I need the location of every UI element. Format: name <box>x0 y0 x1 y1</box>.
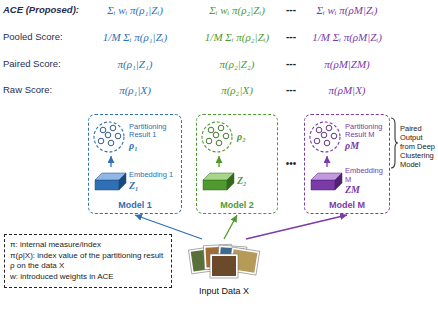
data-point <box>218 125 224 131</box>
data-point <box>223 133 229 139</box>
score-formula: π(ρM|ZM) <box>300 58 394 70</box>
node-label: ρ₁ <box>129 140 177 152</box>
data-point <box>100 127 106 133</box>
score-formula: 1/M Σᵢ π(ρ₁|Zᵢ) <box>88 31 182 43</box>
slab-face <box>311 180 335 190</box>
data-point <box>115 133 121 139</box>
embedding-block: Z₂ <box>199 167 275 195</box>
score-formula: 1/M Σᵢ π(ρ₂|Zᵢ) <box>190 31 284 43</box>
data-point <box>98 138 104 144</box>
slab-face <box>95 180 119 190</box>
data-point <box>314 138 320 144</box>
slab-face <box>119 173 126 190</box>
score-formula: 1/M Σᵢ π(ρM|Zᵢ) <box>300 31 394 43</box>
data-point <box>321 132 327 138</box>
score-formula: π(ρ₁|Z₁) <box>88 58 182 70</box>
note-text: π: internal measure/index <box>10 240 166 250</box>
row-label: ACE (Proposed): <box>3 4 87 15</box>
score-formula: π(ρ₂|X) <box>190 84 284 96</box>
ellipsis: --- <box>284 58 298 69</box>
ellipsis: --- <box>284 31 298 42</box>
partition-result: Partitioning Result MρM <box>307 118 387 156</box>
model-box: Model 2 ρ₂ Z₂ <box>196 114 278 214</box>
arrow-connector <box>326 156 327 167</box>
data-point <box>206 138 212 144</box>
node-label: Z₁ <box>129 180 177 192</box>
bracket <box>391 118 398 168</box>
score-formula: Σᵢ wᵢ π(ρM|Zᵢ) <box>300 4 394 16</box>
ellipsis: --- <box>284 4 298 15</box>
model-name: Model 2 <box>220 200 254 210</box>
node-label: ZM <box>345 184 385 196</box>
embedding-block: Embedding MZM <box>307 167 387 196</box>
ellipsis: --- <box>284 84 298 95</box>
data-point <box>324 140 330 146</box>
model-box: Model M Partitioning Result MρM Embedding … <box>304 114 390 214</box>
node-label: ρM <box>345 140 385 152</box>
data-point <box>208 127 214 133</box>
score-formula: Σᵢ wᵢ π(ρ₁|Zᵢ) <box>88 4 182 16</box>
cluster-outline <box>94 122 124 152</box>
slab-face <box>203 180 227 190</box>
photo-frame <box>210 254 238 278</box>
node-label: ρ₂ <box>237 131 273 143</box>
node-label: Input Data X <box>199 286 249 296</box>
arrow-connector <box>110 156 111 167</box>
node-label: Embedding 1 <box>129 171 177 180</box>
score-formula: π(ρ₁|X) <box>88 84 182 96</box>
ellipsis: ••• <box>279 158 303 169</box>
node-label: Embedding M <box>345 167 385 184</box>
image-stack <box>184 240 264 284</box>
photo <box>210 254 238 278</box>
slab-face <box>335 173 342 190</box>
node-label: Z₂ <box>237 175 273 187</box>
cluster-outline <box>202 122 232 152</box>
node-label: Partitioning Result M <box>345 123 385 140</box>
note-text: w: introduced weights in ACE <box>10 272 166 282</box>
data-point <box>331 133 337 139</box>
row-label: Pooled Score: <box>3 31 87 42</box>
cluster-outline <box>310 122 340 152</box>
data-point <box>110 125 116 131</box>
photo-picture <box>212 256 236 276</box>
node-label: Partitioning Result 1 <box>129 123 177 140</box>
data-point <box>316 127 322 133</box>
score-formula: Σᵢ wᵢ π(ρ₂|Zᵢ) <box>190 4 284 16</box>
arrow-connector <box>218 156 219 167</box>
row-label: Paired Score: <box>3 58 87 69</box>
model-name: Model 1 <box>118 200 152 210</box>
partition-result: ρ₂ <box>199 118 275 156</box>
notation-box: π: internal measure/indexπ(ρ|X): index v… <box>4 234 172 288</box>
row-label: Raw Score: <box>3 84 87 95</box>
data-point <box>213 132 219 138</box>
model-box: Model 1 Partitioning Result 1ρ₁ Embedding … <box>88 114 182 214</box>
score-formula: π(ρ₂|Z₂) <box>190 58 284 70</box>
note-text: π(ρ|X): index value of the partitioning … <box>10 251 166 271</box>
data-point <box>105 132 111 138</box>
bracket-label: Paired Output from Deep Clustering Model <box>400 124 435 169</box>
arrow-connector <box>224 215 237 239</box>
arrow-connector <box>246 215 347 239</box>
score-formula: π(ρM|X) <box>300 84 394 96</box>
slab-face <box>227 173 234 190</box>
data-point <box>216 140 222 146</box>
data-point <box>326 125 332 131</box>
embedding-block: Embedding 1Z₁ <box>91 167 179 195</box>
data-point <box>108 140 114 146</box>
input-data: Input Data X <box>180 240 268 296</box>
model-name: Model M <box>329 200 365 210</box>
arrow-connector <box>135 215 202 239</box>
partition-result: Partitioning Result 1ρ₁ <box>91 118 179 156</box>
